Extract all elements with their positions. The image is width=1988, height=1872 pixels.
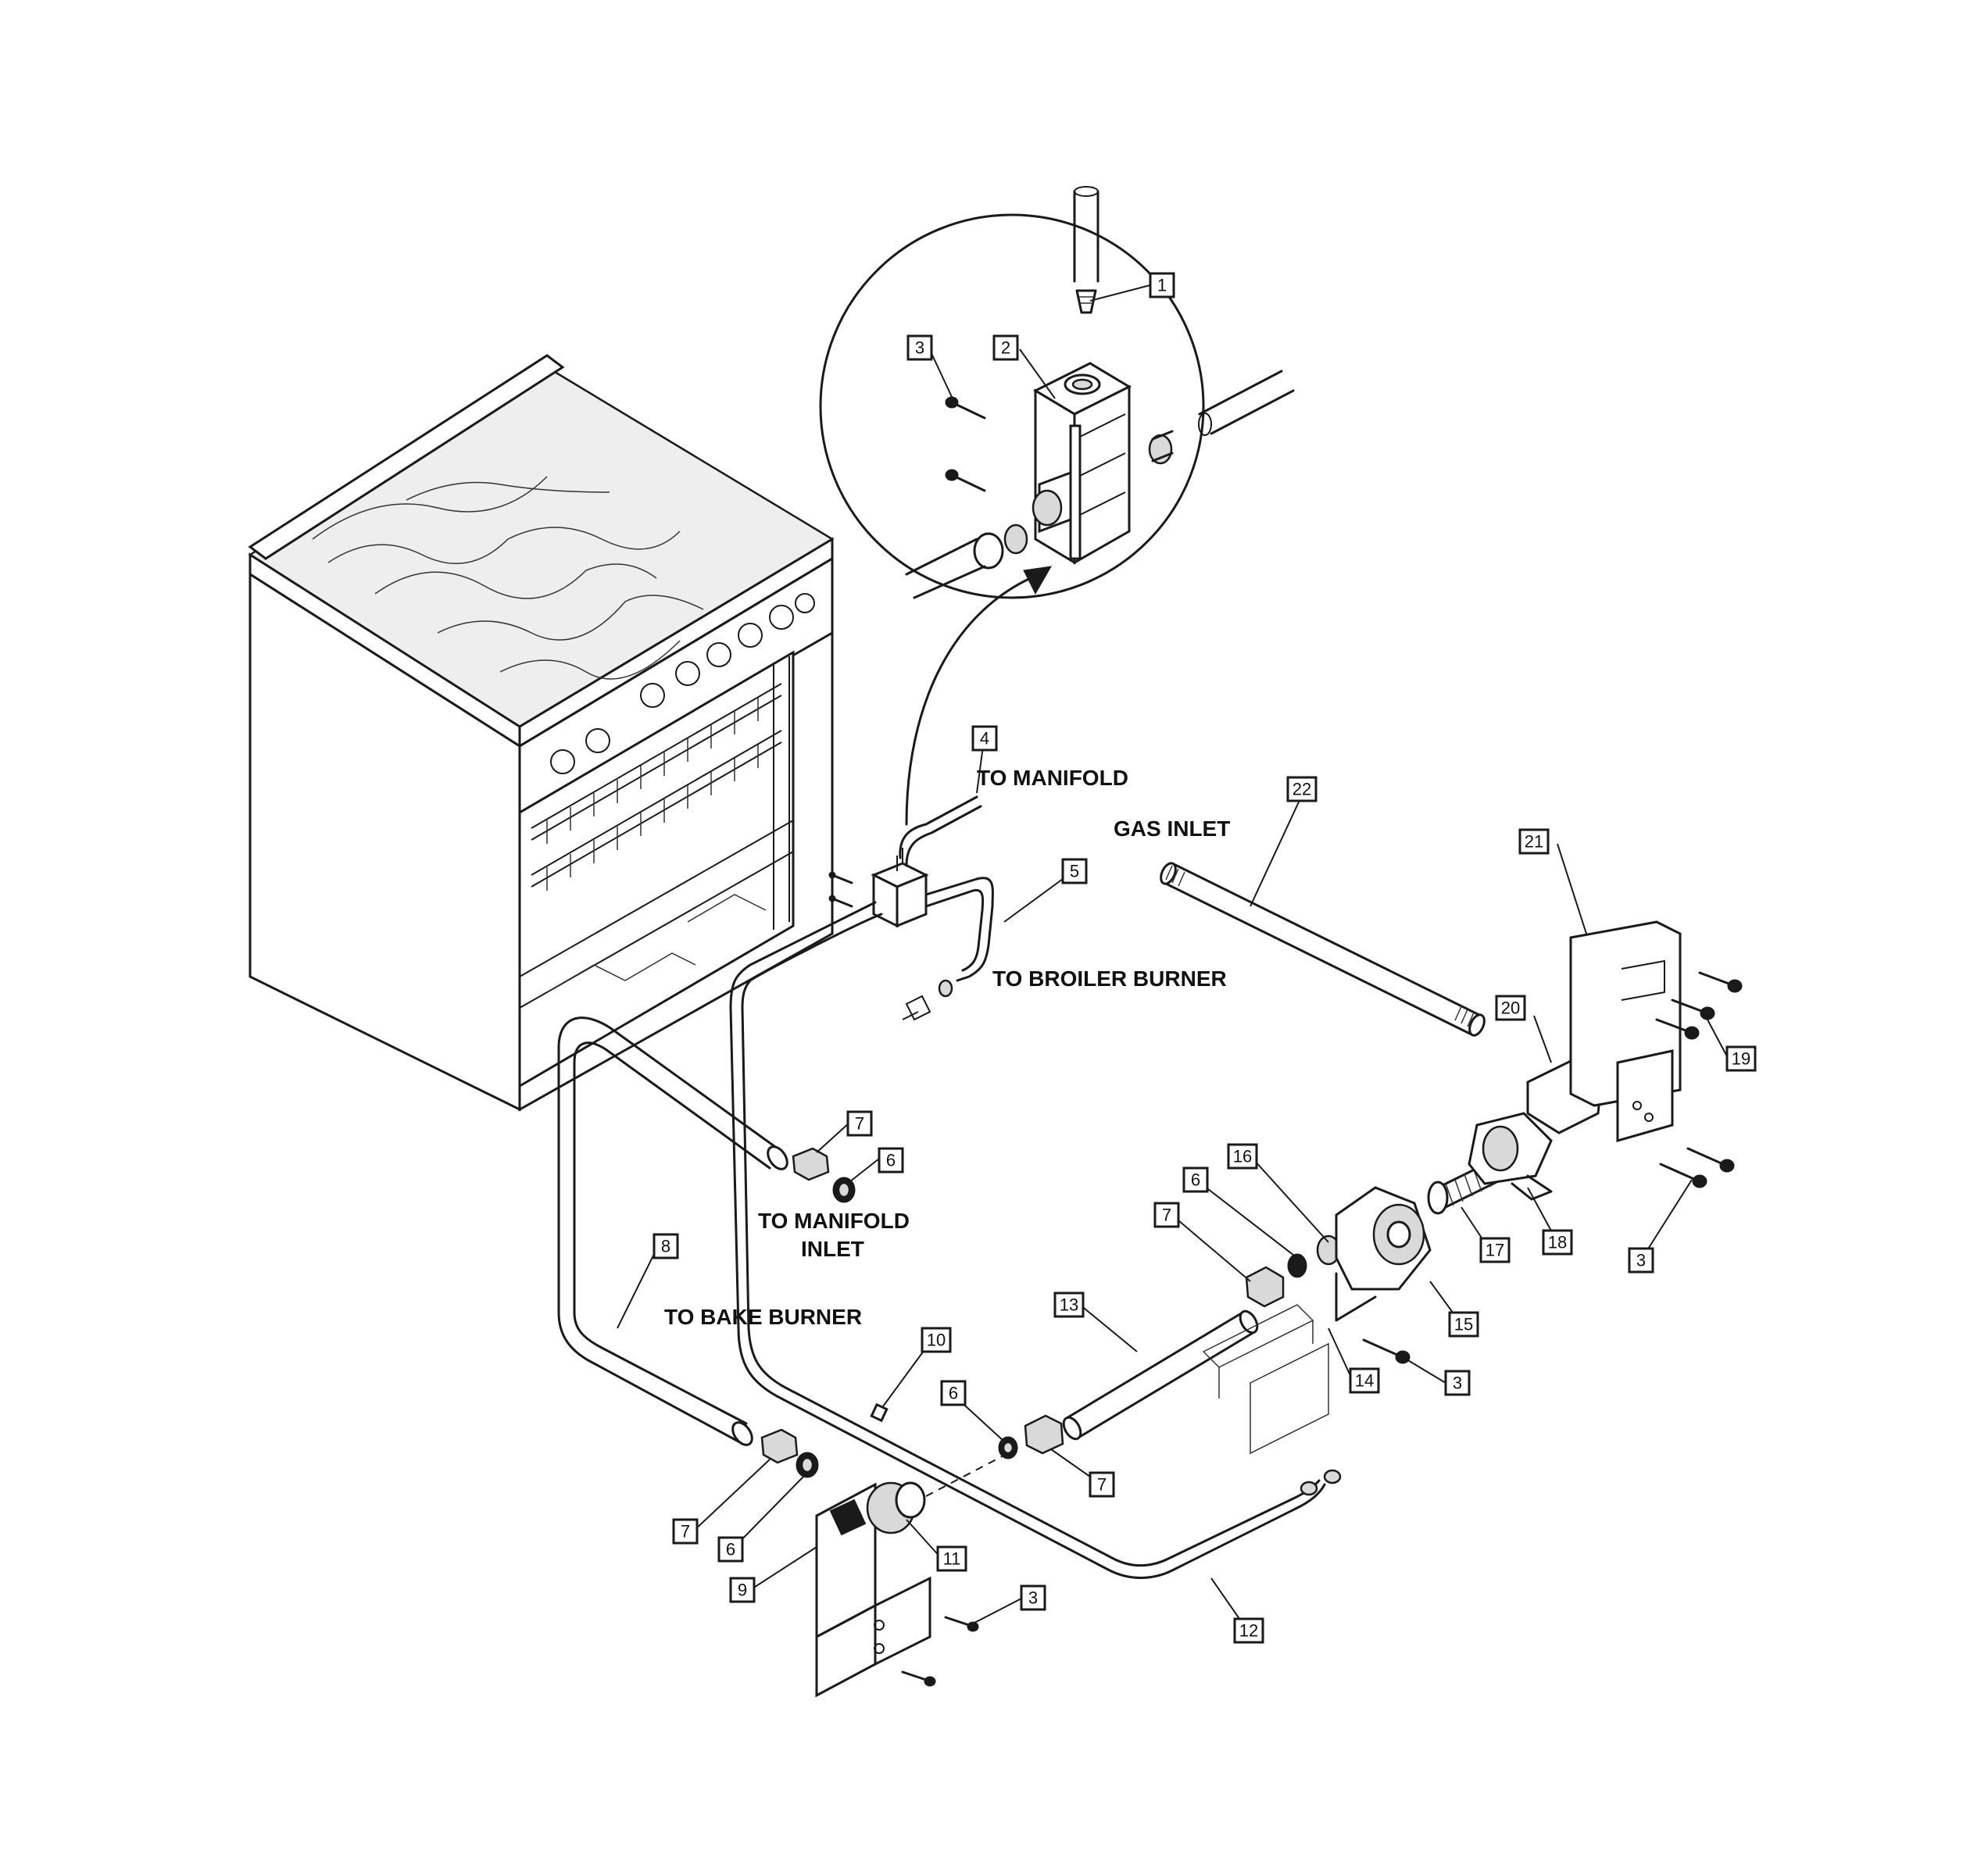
svg-text:18: 18 [1548,1233,1567,1252]
svg-text:19: 19 [1732,1049,1750,1069]
callout-14: 14 [1349,1367,1380,1394]
label-inlet: INLET [801,1237,864,1261]
callout-3: 3 [1444,1370,1471,1396]
callout-3: 3 [906,334,933,361]
callout-1: 1 [1149,272,1175,298]
callout-22: 22 [1286,776,1318,802]
arrow-head-icon [1023,566,1052,595]
label-gas-inlet: GAS INLET [1114,816,1230,841]
callout-7: 7 [846,1110,873,1137]
range-illustration [248,354,835,1112]
label-to-bake-burner: TO BAKE BURNER [664,1305,862,1329]
callout-5: 5 [1061,858,1088,884]
svg-text:17: 17 [1486,1241,1504,1260]
callout-3: 3 [1628,1247,1654,1274]
callout-7: 7 [1153,1202,1180,1228]
callout-4: 4 [971,725,998,752]
mounting-bracket [1569,920,1682,1142]
svg-text:6: 6 [949,1384,958,1403]
svg-text:8: 8 [661,1237,670,1256]
screw-icon [1659,1147,1735,1188]
callout-3: 3 [1020,1584,1046,1611]
broiler-fittings [902,979,953,1021]
svg-text:6: 6 [886,1151,896,1170]
svg-text:11: 11 [943,1549,961,1569]
callout-21: 21 [1518,828,1550,855]
callout-16: 16 [1227,1143,1258,1170]
callout-9: 9 [729,1577,756,1603]
svg-text:3: 3 [1028,1588,1038,1608]
svg-text:3: 3 [1453,1374,1462,1393]
callout-6: 6 [1182,1166,1209,1193]
flare-nut-lower [760,1428,819,1478]
svg-text:13: 13 [1060,1295,1078,1315]
screw-icon [1362,1338,1411,1364]
gas-inlet-pipe [1160,862,1486,1037]
callout-8: 8 [653,1233,679,1259]
label-to-broiler-burner: TO BROILER BURNER [992,966,1227,991]
svg-text:7: 7 [855,1114,864,1134]
oven-racks [531,683,782,891]
svg-text:16: 16 [1233,1147,1252,1166]
regulator-bracket [1202,1304,1329,1455]
callout-6: 6 [717,1536,744,1563]
callout-13: 13 [1053,1291,1085,1318]
callout-17: 17 [1479,1237,1511,1263]
callout-10: 10 [921,1327,952,1353]
svg-text:22: 22 [1293,780,1311,799]
svg-text:1: 1 [1157,276,1167,295]
label-to-manifold: TO MANIFOLD [977,766,1128,790]
manifold-valve-small [828,848,929,928]
control-knobs [550,593,815,774]
screw-icon [945,396,986,492]
callout-6: 6 [940,1380,967,1406]
mid-fittings [998,1414,1064,1459]
svg-text:15: 15 [1454,1315,1473,1334]
label-to-manifold-inlet: TO MANIFOLD [758,1209,910,1233]
callout-15: 15 [1448,1311,1479,1338]
svg-text:10: 10 [927,1331,946,1350]
gas-regulator [1335,1186,1432,1322]
callout-2: 2 [992,334,1019,361]
svg-text:4: 4 [980,729,989,748]
svg-text:3: 3 [915,338,924,358]
callout-19: 19 [1725,1045,1757,1072]
svg-text:6: 6 [1191,1170,1200,1190]
callout-6: 6 [878,1147,904,1174]
callout-7: 7 [672,1518,699,1545]
svg-text:2: 2 [1001,338,1010,358]
svg-text:7: 7 [1097,1475,1107,1495]
regulator-inlet-fittings [1245,1234,1341,1308]
callout-20: 20 [1495,995,1526,1021]
svg-text:7: 7 [1162,1206,1171,1225]
svg-text:6: 6 [726,1540,735,1559]
svg-text:5: 5 [1070,862,1079,881]
callout-12: 12 [1233,1617,1264,1644]
svg-text:12: 12 [1239,1621,1258,1641]
svg-text:14: 14 [1355,1371,1374,1391]
svg-text:21: 21 [1525,832,1543,852]
svg-text:9: 9 [738,1581,747,1600]
detail-arrow [905,573,1041,826]
callout-18: 18 [1542,1229,1573,1256]
callout-11: 11 [936,1545,967,1572]
flare-nut-upper [792,1147,856,1203]
svg-text:20: 20 [1501,999,1520,1018]
detail-magnifier-circle [819,186,1295,599]
svg-text:3: 3 [1636,1251,1646,1270]
svg-text:7: 7 [681,1522,690,1542]
bake-valve-bracket [815,1481,979,1698]
screw-icon [1655,971,1743,1040]
callout-7: 7 [1089,1471,1115,1498]
